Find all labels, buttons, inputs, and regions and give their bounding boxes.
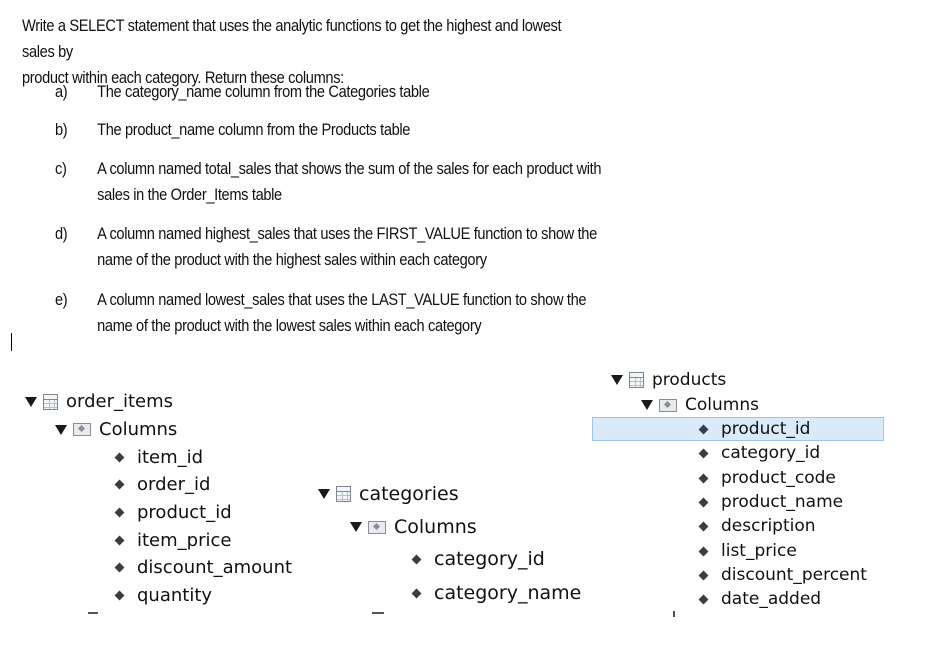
scroll-edge-mark (88, 612, 98, 614)
column-name: category_id (721, 443, 821, 463)
question-document: Write a SELECT statement that uses the a… (11, 13, 630, 351)
column-item[interactable]: discount_amount (114, 557, 293, 578)
table-name: categories (359, 483, 459, 505)
tree-node-order-items[interactable]: order_items (25, 391, 173, 412)
expand-triangle-icon[interactable] (318, 489, 330, 499)
folder-label: Columns (685, 395, 759, 415)
question-intro: Write a SELECT statement that uses the a… (22, 13, 572, 91)
column-name: product_code (721, 468, 836, 488)
tree-node-products[interactable]: products (611, 370, 726, 390)
table-icon (43, 393, 58, 410)
column-item[interactable]: date_added (698, 589, 822, 609)
requirement-line: A column named lowest_sales that uses th… (97, 290, 587, 309)
expand-triangle-icon[interactable] (641, 400, 653, 410)
column-name: category_name (434, 582, 582, 604)
column-diamond-icon (698, 473, 709, 483)
column-diamond-icon (698, 497, 709, 507)
column-diamond-icon (698, 570, 709, 580)
intro-line-1: Write a SELECT statement that uses the a… (22, 16, 562, 61)
folder-label: Columns (99, 419, 178, 440)
column-name: list_price (721, 541, 797, 561)
requirement-line: name of the product with the lowest sale… (97, 316, 482, 335)
column-diamond-icon (698, 448, 709, 458)
column-item-selected[interactable]: product_id (698, 419, 811, 439)
requirement-line: A column named highest_sales that uses t… (97, 224, 597, 243)
column-name: product_id (137, 502, 232, 523)
column-name: item_price (137, 530, 232, 551)
column-item[interactable]: item_id (114, 447, 204, 468)
requirement-text: The product_name column from the Product… (97, 117, 630, 143)
table-icon (336, 486, 351, 502)
column-diamond-icon (698, 594, 709, 604)
tree-node-columns-folder[interactable]: Columns (350, 516, 477, 538)
table-name: products (652, 370, 727, 390)
column-item[interactable]: quantity (114, 585, 213, 606)
requirement-text: A column named highest_sales that uses t… (97, 221, 630, 273)
column-item[interactable]: category_id (411, 548, 545, 570)
column-diamond-icon (114, 562, 125, 573)
column-name: discount_amount (137, 557, 293, 578)
requirement-text: A column named total_sales that shows th… (97, 156, 630, 208)
columns-folder-icon (659, 398, 677, 412)
column-diamond-icon (698, 424, 709, 434)
column-diamond-icon (698, 521, 709, 531)
column-item[interactable]: product_code (698, 468, 836, 488)
column-item[interactable]: order_id (114, 474, 211, 495)
column-diamond-icon (114, 535, 125, 546)
columns-folder-icon (368, 520, 386, 534)
column-name: order_id (137, 474, 211, 495)
requirement-line: The category_name column from the Catego… (97, 82, 430, 101)
selected-row-highlight (592, 417, 884, 441)
requirement-line: A column named total_sales that shows th… (97, 159, 602, 178)
column-name: product_name (721, 492, 844, 512)
tree-node-categories[interactable]: categories (318, 483, 459, 505)
expand-triangle-icon[interactable] (611, 375, 623, 385)
column-name: item_id (137, 447, 204, 468)
intro-line-2: product within each category. Return the… (22, 68, 344, 87)
column-diamond-icon (698, 546, 709, 556)
columns-folder-icon (73, 423, 91, 436)
expand-triangle-icon[interactable] (55, 424, 67, 435)
requirement-letter: c) (55, 159, 67, 178)
requirement-letter: a) (55, 82, 68, 101)
column-diamond-icon (114, 590, 125, 601)
column-name: date_added (721, 589, 822, 609)
expand-triangle-icon[interactable] (350, 522, 362, 532)
requirement-text: A column named lowest_sales that uses th… (97, 287, 630, 339)
column-diamond-icon (114, 507, 125, 518)
column-item[interactable]: product_id (114, 502, 232, 523)
column-item[interactable]: product_name (698, 492, 844, 512)
requirement-letter: e) (55, 290, 68, 309)
tree-node-columns-folder[interactable]: Columns (55, 419, 177, 440)
scroll-edge-mark (372, 612, 384, 614)
column-item[interactable]: description (698, 516, 816, 536)
tree-node-columns-folder[interactable]: Columns (641, 395, 759, 415)
table-name: order_items (66, 391, 174, 412)
requirement-letter: b) (55, 120, 68, 139)
column-name: description (721, 516, 816, 536)
column-name: product_id (721, 419, 811, 439)
table-icon (629, 372, 644, 388)
column-item[interactable]: discount_percent (698, 565, 867, 585)
requirement-text: The category_name column from the Catego… (97, 79, 630, 105)
requirement-line: sales in the Order_Items table (97, 185, 282, 204)
column-diamond-icon (114, 479, 125, 490)
column-item[interactable]: item_price (114, 530, 232, 551)
expand-triangle-icon[interactable] (25, 396, 37, 407)
column-item[interactable]: list_price (698, 541, 797, 561)
column-name: category_id (434, 548, 545, 570)
folder-label: Columns (394, 516, 477, 538)
column-name: discount_percent (721, 565, 867, 585)
requirement-line: name of the product with the highest sal… (97, 250, 487, 269)
column-item[interactable]: category_id (698, 443, 821, 463)
column-diamond-icon (411, 554, 422, 564)
column-diamond-icon (411, 588, 422, 598)
requirement-line: The product_name column from the Product… (97, 120, 411, 139)
column-diamond-icon (114, 452, 125, 463)
scroll-edge-mark (673, 611, 675, 617)
column-name: quantity (137, 585, 213, 606)
requirement-letter: d) (55, 224, 68, 243)
text-cursor (11, 333, 12, 351)
column-item[interactable]: category_name (411, 582, 582, 604)
